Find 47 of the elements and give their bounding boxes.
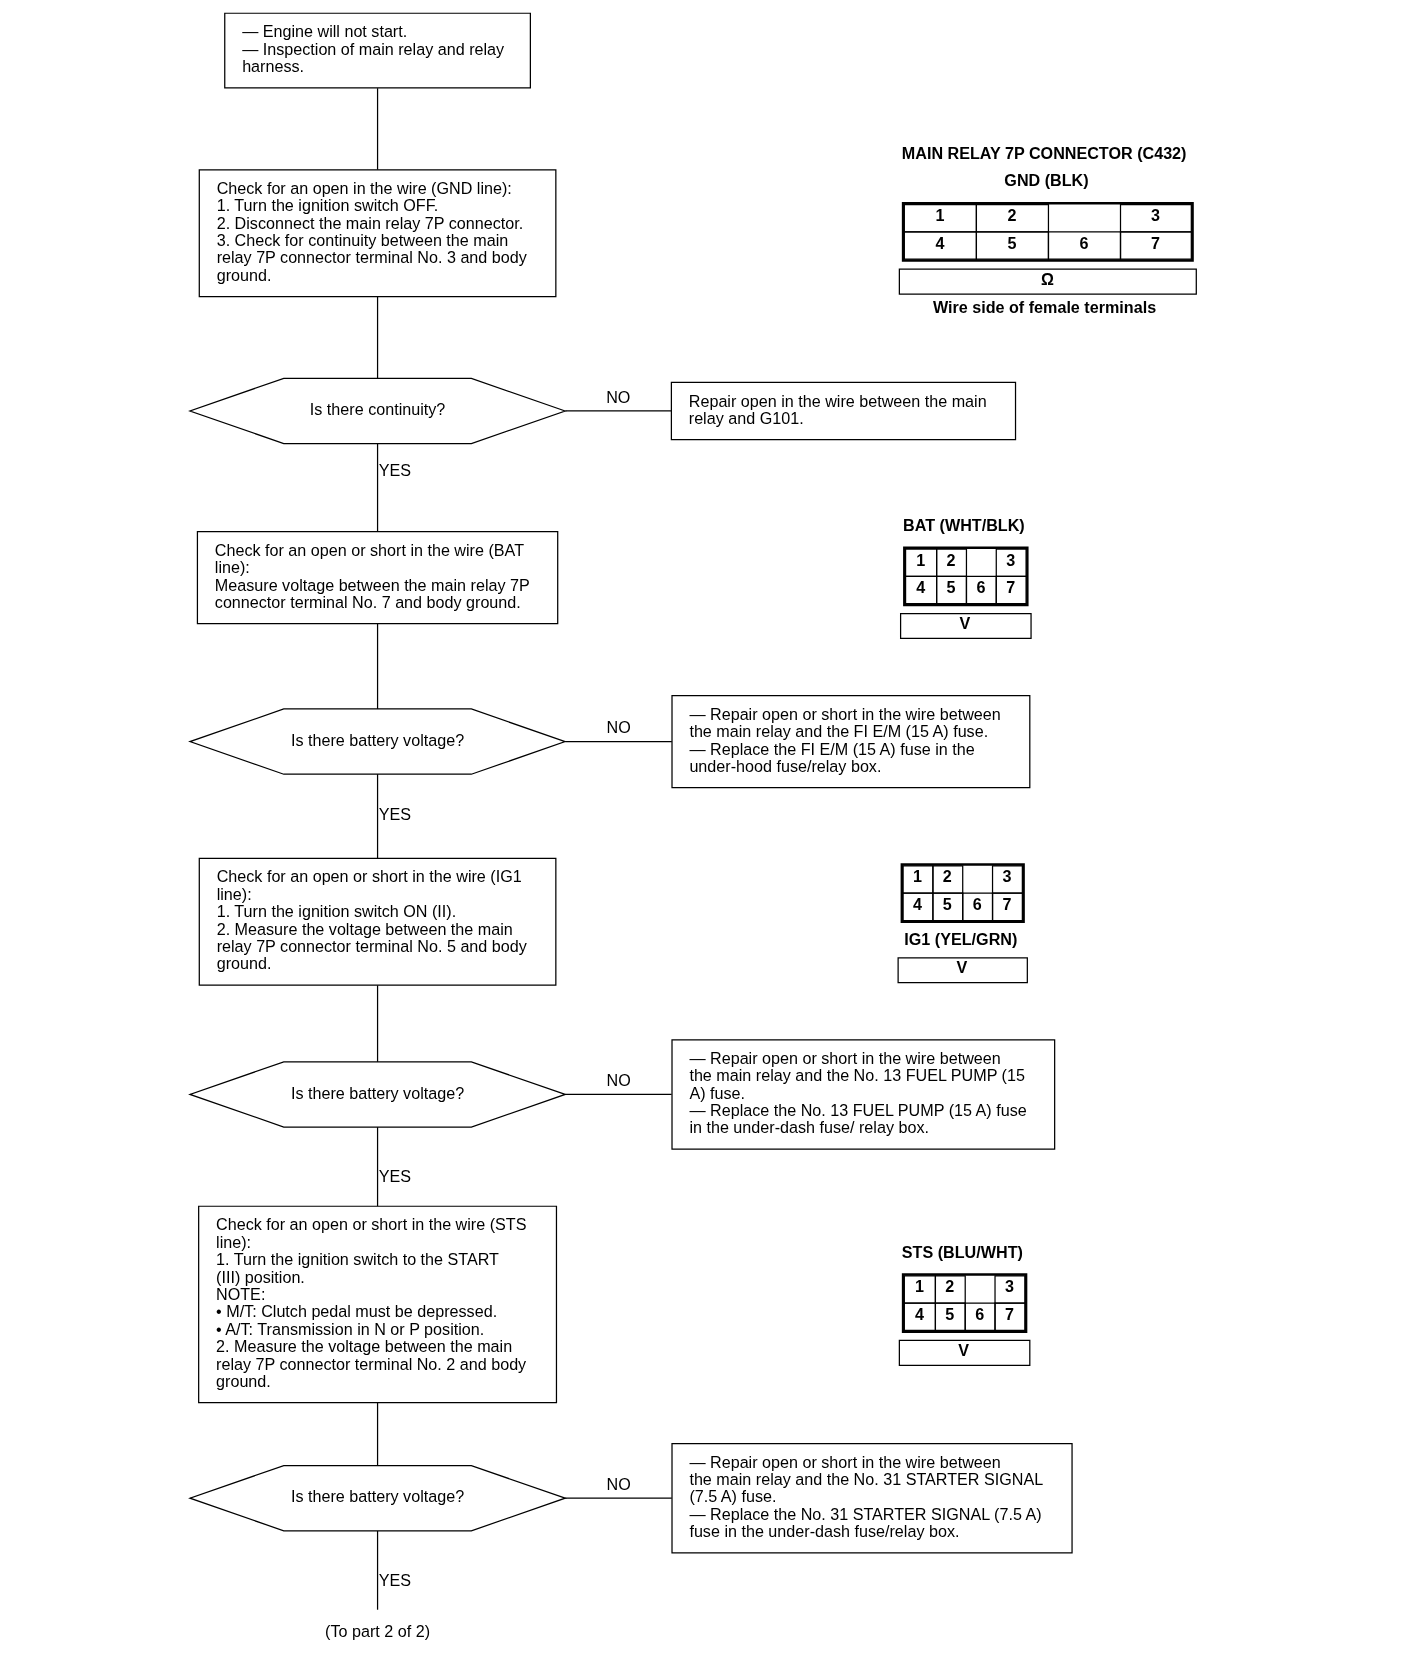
- edge-label: NO: [606, 387, 631, 406]
- label: 7: [1006, 578, 1016, 597]
- label: 3: [1006, 550, 1016, 569]
- label: 3: [1004, 1277, 1014, 1296]
- label: Ω: [1040, 269, 1054, 288]
- label: 2: [946, 550, 956, 569]
- edge-label: NO: [606, 718, 631, 737]
- label: 1: [913, 867, 923, 886]
- edge-label: NO: [606, 1071, 631, 1090]
- label: MAIN RELAY 7P CONNECTOR (C432): [901, 144, 1187, 163]
- label: 1: [935, 206, 945, 225]
- label: 5: [946, 578, 956, 597]
- label: 6: [1079, 233, 1089, 252]
- label: 4: [935, 233, 945, 252]
- label: IG1 (YEL/GRN): [904, 929, 1018, 948]
- edge-label: YES: [378, 461, 412, 480]
- label: 7: [1150, 233, 1160, 252]
- edge-label: NO: [606, 1475, 631, 1494]
- label: STS (BLU/WHT): [901, 1242, 1023, 1261]
- edge-label: YES: [378, 1570, 412, 1589]
- label: 6: [976, 578, 986, 597]
- label: 3: [1150, 206, 1160, 225]
- label: V: [958, 1340, 970, 1359]
- label: 4: [916, 578, 926, 597]
- label: 6: [972, 894, 982, 913]
- label: 5: [1007, 233, 1017, 252]
- label: 2: [942, 867, 952, 886]
- label: V: [956, 958, 968, 977]
- label: 3: [1002, 867, 1012, 886]
- label: 7: [1002, 894, 1012, 913]
- label: 5: [942, 894, 952, 913]
- edge-label: YES: [378, 1166, 412, 1185]
- label: 1: [914, 1277, 924, 1296]
- label: 6: [975, 1304, 985, 1323]
- label: 2: [1007, 206, 1017, 225]
- label: BAT (WHT/BLK): [903, 515, 1025, 534]
- label: GND (BLK): [1004, 171, 1089, 190]
- edge-label: YES: [378, 805, 412, 824]
- label: V: [959, 614, 971, 633]
- node-text: (To part 2 of 2): [325, 1621, 431, 1640]
- label: Wire side of female terminals: [932, 298, 1157, 317]
- label: 7: [1004, 1304, 1014, 1323]
- label: 4: [913, 894, 923, 913]
- label: 2: [945, 1277, 955, 1296]
- label: 4: [914, 1304, 924, 1323]
- label: 1: [916, 550, 926, 569]
- label: 5: [945, 1304, 955, 1323]
